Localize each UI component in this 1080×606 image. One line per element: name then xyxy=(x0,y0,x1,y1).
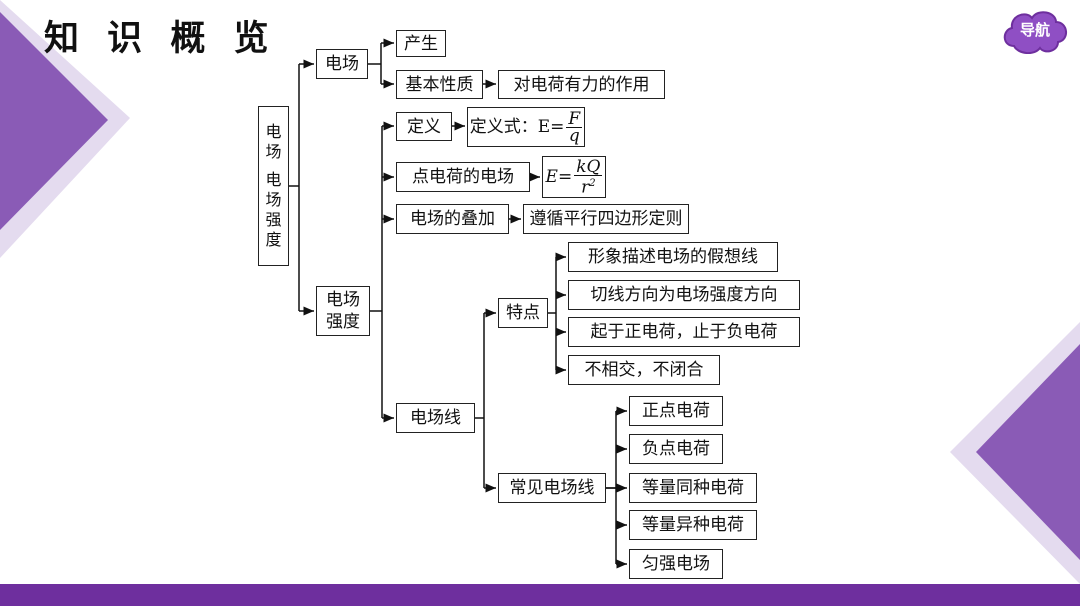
node-field-strength: 电场 强度 xyxy=(316,286,370,336)
def-formula-fraction: F q xyxy=(566,108,583,146)
node-features: 特点 xyxy=(498,298,548,328)
node-definition: 定义 xyxy=(396,112,452,141)
root-line-2: 场 xyxy=(265,142,282,161)
def-formula-den: q xyxy=(568,125,580,146)
node-definition-formula: 定义式：E= F q xyxy=(467,107,585,147)
node-feature-2: 切线方向为电场强度方向 xyxy=(568,280,800,310)
node-feature-4: 不相交，不闭合 xyxy=(568,355,720,385)
node-superposition: 电场的叠加 xyxy=(396,204,509,234)
nav-button[interactable]: 导航 xyxy=(1000,6,1070,54)
point-formula-den-wrap: r2 xyxy=(579,176,598,196)
node-field-lines: 电场线 xyxy=(396,403,475,433)
node-common-lines: 常见电场线 xyxy=(498,473,606,503)
node-force-on-charge: 对电荷有力的作用 xyxy=(498,70,665,99)
cloud-icon xyxy=(1003,11,1067,54)
node-parallelogram-rule: 遵循平行四边形定则 xyxy=(523,204,689,234)
root-line-3: 电 xyxy=(265,170,282,189)
nav-label: 导航 xyxy=(1019,21,1050,39)
node-feature-3: 起于正电荷，止于负电荷 xyxy=(568,317,800,347)
root-node-field-and-strength: 电 场 电 场 强 度 xyxy=(258,106,289,266)
root-line-5: 强 xyxy=(265,210,282,229)
point-formula-prefix: E= xyxy=(545,167,573,187)
point-formula-num: kQ xyxy=(574,156,603,177)
node-point-charge-formula: E= kQ r2 xyxy=(542,156,606,198)
bottom-bar xyxy=(0,584,1080,606)
root-line-4: 场 xyxy=(265,190,282,209)
strength-line-2: 强度 xyxy=(326,312,360,332)
node-common-1: 正点电荷 xyxy=(629,396,723,426)
point-formula-fraction: kQ r2 xyxy=(574,156,603,196)
def-formula-num: F xyxy=(566,108,583,129)
point-formula-den: r xyxy=(581,177,590,198)
def-formula-prefix: 定义式：E= xyxy=(469,117,565,137)
node-common-5: 匀强电场 xyxy=(629,549,723,579)
node-produce: 产生 xyxy=(396,30,446,57)
root-line-6: 度 xyxy=(265,230,282,249)
node-feature-1: 形象描述电场的假想线 xyxy=(568,242,778,272)
root-line-1: 电 xyxy=(265,122,282,141)
node-common-2: 负点电荷 xyxy=(629,434,723,464)
node-point-charge-field: 点电荷的电场 xyxy=(396,162,530,192)
node-basic-property: 基本性质 xyxy=(396,70,483,99)
point-formula-exp: 2 xyxy=(589,177,596,189)
node-common-4: 等量异种电荷 xyxy=(629,510,757,540)
node-common-3: 等量同种电荷 xyxy=(629,473,757,503)
strength-line-1: 电场 xyxy=(326,290,360,310)
page-title: 知 识 概 览 xyxy=(44,19,277,59)
node-field: 电场 xyxy=(316,49,368,79)
